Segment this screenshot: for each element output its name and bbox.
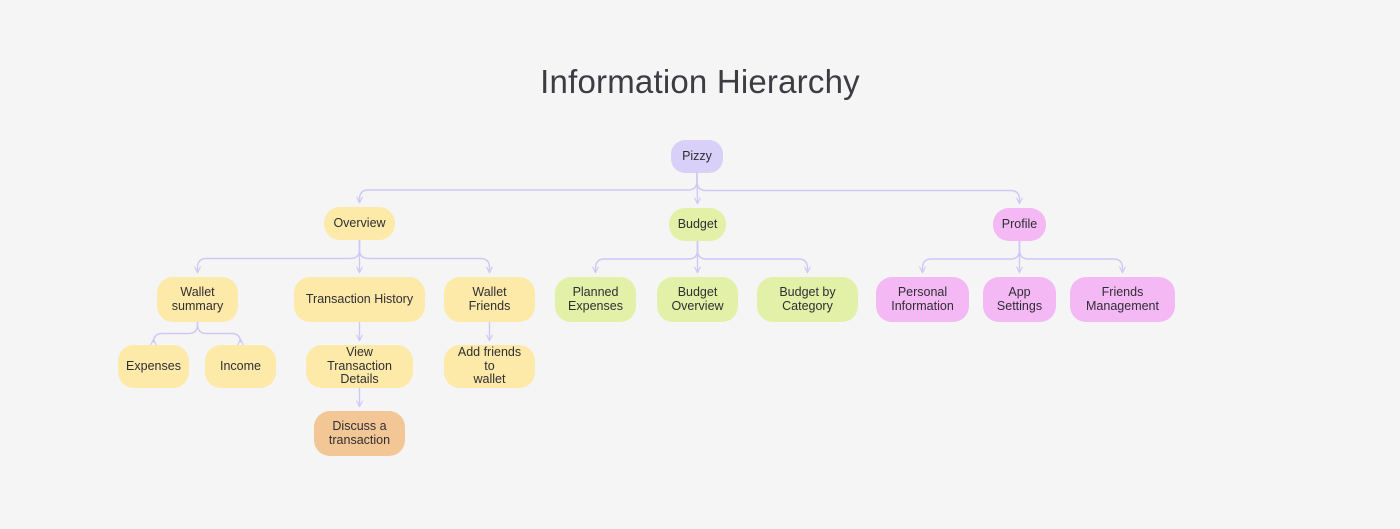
node-label: Add friends to wallet (457, 345, 522, 387)
node-label: Expenses (126, 358, 181, 373)
node-budget[interactable]: Budget (669, 208, 726, 241)
node-app-settings[interactable]: App Settings (983, 277, 1056, 322)
node-friends-management[interactable]: Friends Management (1070, 277, 1175, 322)
edge-overview-to-wallet-summary (194, 239, 361, 274)
node-label: Discuss a transaction (328, 419, 391, 447)
node-wallet-friends[interactable]: Wallet Friends (444, 277, 535, 322)
node-profile[interactable]: Profile (993, 208, 1046, 241)
node-label: Income (220, 358, 261, 373)
node-label: Transaction History (305, 291, 414, 306)
node-label: Pizzy (682, 148, 712, 163)
edge-pizzy-to-budget (694, 172, 701, 205)
edge-overview-to-wallet-friends (358, 239, 493, 274)
edge-pizzy-to-overview (356, 172, 698, 204)
node-wallet-summary[interactable]: Wallet summary (157, 277, 238, 322)
node-label: Wallet summary (171, 285, 224, 313)
node-label: Budget (677, 216, 718, 231)
node-personal-information[interactable]: Personal Information (876, 277, 969, 322)
node-label: Budget by Category (779, 285, 836, 313)
node-add-friends-to-wallet[interactable]: Add friends to wallet (444, 345, 535, 388)
node-view-transaction-details[interactable]: View Transaction Details (306, 345, 413, 388)
node-pizzy[interactable]: Pizzy (671, 140, 723, 173)
edge-budget-to-planned-expenses (592, 240, 699, 274)
node-planned-expenses[interactable]: Planned Expenses (555, 277, 636, 322)
node-income[interactable]: Income (205, 345, 276, 388)
node-budget-by-category[interactable]: Budget by Category (757, 277, 858, 322)
node-label: App Settings (996, 285, 1043, 313)
node-label: Overview (333, 215, 386, 230)
edge-wallet-summary-to-expenses (150, 321, 199, 346)
node-transaction-history[interactable]: Transaction History (294, 277, 425, 322)
node-label: Wallet Friends (468, 285, 511, 313)
node-label: Budget Overview (671, 285, 724, 313)
node-label: Profile (1001, 216, 1038, 231)
edge-profile-to-friends-management (1018, 240, 1126, 274)
page-title: Information Hierarchy (540, 63, 860, 100)
edge-profile-to-personal-information (919, 240, 1021, 274)
edge-budget-to-budget-by-category (696, 240, 811, 274)
edge-pizzy-to-profile (696, 172, 1023, 205)
node-budget-overview[interactable]: Budget Overview (657, 277, 738, 322)
node-label: Friends Management (1086, 285, 1159, 313)
node-expenses[interactable]: Expenses (118, 345, 189, 388)
node-label: Planned Expenses (568, 285, 623, 313)
node-label: View Transaction Details (327, 345, 392, 387)
edge-wallet-summary-to-income (196, 321, 244, 346)
node-discuss-a-transaction[interactable]: Discuss a transaction (314, 411, 405, 456)
node-label: Personal Information (891, 285, 954, 313)
node-overview[interactable]: Overview (324, 207, 395, 240)
